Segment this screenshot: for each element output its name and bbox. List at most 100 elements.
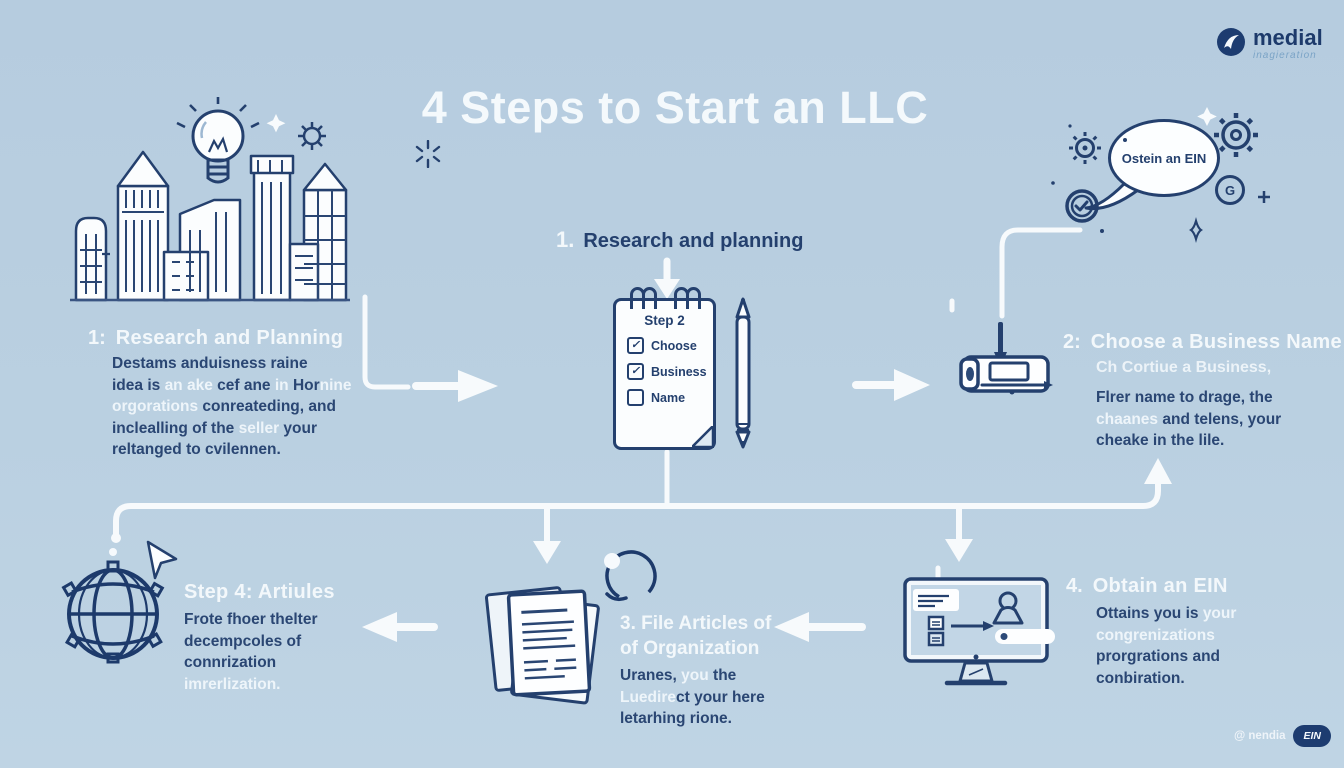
section-3-heading: 3. File Articles of of Organization xyxy=(620,611,771,661)
notepad-illustration: Step 2 ✓ Choose ✓ Business Name xyxy=(613,287,716,450)
brand-name: medial xyxy=(1253,25,1323,50)
connector-main xyxy=(113,479,1161,539)
camera-icon xyxy=(959,322,1053,395)
swoosh-circle-icon xyxy=(604,550,657,602)
checklist-item: Name xyxy=(627,389,713,406)
binder-ring-icon xyxy=(686,287,701,309)
notepad-title: Step 2 xyxy=(644,313,685,328)
pen-icon xyxy=(735,297,751,449)
plus-sparkle-icon xyxy=(102,250,110,258)
section-3-title-line1: 3. File Articles of xyxy=(620,613,772,634)
star-sparkle-icon xyxy=(1197,107,1217,126)
city-skyline-illustration xyxy=(70,97,350,302)
person-icon xyxy=(992,591,1024,625)
drop-sparkle-icon xyxy=(109,548,117,556)
section-2-heading: 2: Choose a Business Name xyxy=(1063,331,1342,354)
section-4-left-title: Step 4: Artiules xyxy=(184,581,335,603)
connector-bubble-to-camera xyxy=(999,227,1083,319)
checklist-label: Name xyxy=(651,390,686,405)
text-line: idea is an ake cef ane in Hornine xyxy=(112,376,352,394)
lightbulb-icon xyxy=(176,97,260,184)
footer: @ nendia EIN xyxy=(1234,725,1331,747)
cursor-icon xyxy=(146,540,178,580)
star-sparkle-icon xyxy=(266,114,286,133)
globe-icon xyxy=(61,540,178,664)
screen-tile xyxy=(927,631,945,647)
diamond-sparkle-icon xyxy=(1189,216,1203,244)
text-line: Destams anduisness raine xyxy=(112,355,308,372)
text-line: congrenizations xyxy=(1096,626,1215,644)
arrow-down-monitor-head xyxy=(945,539,973,562)
text-line: conbiration. xyxy=(1096,669,1185,687)
checklist-label: Choose xyxy=(651,338,697,353)
swoosh-highlight xyxy=(604,553,620,569)
connector-start-dot xyxy=(111,533,121,543)
dot-sparkles xyxy=(1051,124,1127,233)
search-pill xyxy=(995,629,1055,644)
text-line: reltanged to cvilennen. xyxy=(112,441,281,458)
section-2-body: Flrer name to drage, the chaanes and tel… xyxy=(1096,387,1281,452)
arrow-right-2-head xyxy=(894,369,930,401)
text-line: chaanes and telens, your xyxy=(1096,410,1282,428)
documents-icon xyxy=(484,586,600,705)
checkbox-checked-icon: ✓ xyxy=(627,363,644,380)
section-4-title: Obtain an EIN xyxy=(1092,575,1228,597)
speech-bubble: Ostein an EIN xyxy=(1108,119,1220,197)
page-fold-icon xyxy=(692,426,714,448)
text-line: Ottains you is your xyxy=(1096,605,1237,622)
brand-logo-icon xyxy=(1217,28,1245,56)
text-line: Uranes, you the xyxy=(620,667,737,684)
flow-step-text: Research and planning xyxy=(583,230,804,252)
footer-badge: EIN xyxy=(1293,725,1331,747)
text-line: letarhing rione. xyxy=(620,710,732,727)
checkbox-empty-icon xyxy=(627,389,644,406)
text-line: connrization xyxy=(184,654,277,671)
sun-icon xyxy=(298,122,326,150)
flow-step-label: 1. Research and planning xyxy=(556,227,803,253)
text-line: cheake in the lile. xyxy=(1096,432,1225,449)
page-title: 4 Steps to Start an LLC xyxy=(421,82,929,133)
gear-small-icon xyxy=(1069,132,1101,164)
checklist-item: ✓ Business xyxy=(627,363,713,380)
section-4-number: 4. xyxy=(1066,575,1083,597)
section-2-number: 2: xyxy=(1063,331,1081,353)
flow-step-number: 1. xyxy=(556,227,575,252)
arrow-up-section2-head xyxy=(1144,458,1172,484)
section-4-left-heading: Step 4: Artiules xyxy=(184,581,335,604)
binder-ring-icon xyxy=(642,287,657,309)
section-2-title: Choose a Business Name xyxy=(1090,331,1342,353)
checklist-label: Business xyxy=(651,364,707,379)
connector-skyline-to-arrow xyxy=(362,294,411,390)
checklist-item: ✓ Choose xyxy=(627,337,713,354)
arrow-left-1-head xyxy=(362,612,397,642)
top-right-decor: G xyxy=(1051,107,1270,244)
footer-handle: @ nendia xyxy=(1234,730,1286,742)
text-line: decempcoles of xyxy=(184,632,302,650)
section-1-body: Destams anduisness raine idea is an ake … xyxy=(112,353,352,461)
speech-bubble-tail xyxy=(1084,182,1140,211)
brand-tagline: inagieration xyxy=(1253,50,1317,61)
section-2-subtitle: Ch Cortiue a Business, xyxy=(1096,359,1272,376)
section-4-left-body: Frote fhoer thelter decempcoles of connr… xyxy=(184,609,317,695)
text-line: imrerlization. xyxy=(184,675,281,693)
brand-logo: medial inagieration xyxy=(1216,27,1323,61)
arrow-down-documents-head xyxy=(533,541,561,564)
building-right-front xyxy=(288,242,320,302)
clock-check-icon xyxy=(1065,189,1099,223)
arrow-right-1-head xyxy=(458,370,498,402)
text-line: Frote fhoer thelter xyxy=(184,611,318,628)
asterisk-sparkle-icon xyxy=(415,140,441,168)
arrow-left-2-head xyxy=(774,612,809,642)
arrow-down-label-head xyxy=(654,279,680,299)
checkbox-checked-icon: ✓ xyxy=(627,337,644,354)
gear-large-icon xyxy=(1214,113,1258,157)
monitor-illustration xyxy=(903,577,1055,686)
section-1-heading: 1: Research and Planning xyxy=(88,327,343,350)
section-3-title-line2: of Organization xyxy=(620,638,760,659)
section-3-body: Uranes, you the Luedirect your here leta… xyxy=(620,665,765,730)
text-line: Flrer name to drage, the xyxy=(1096,389,1273,406)
text-line: orgorations conreateding, and xyxy=(112,398,336,415)
speech-bubble-text: Ostein an EIN xyxy=(1121,150,1207,166)
